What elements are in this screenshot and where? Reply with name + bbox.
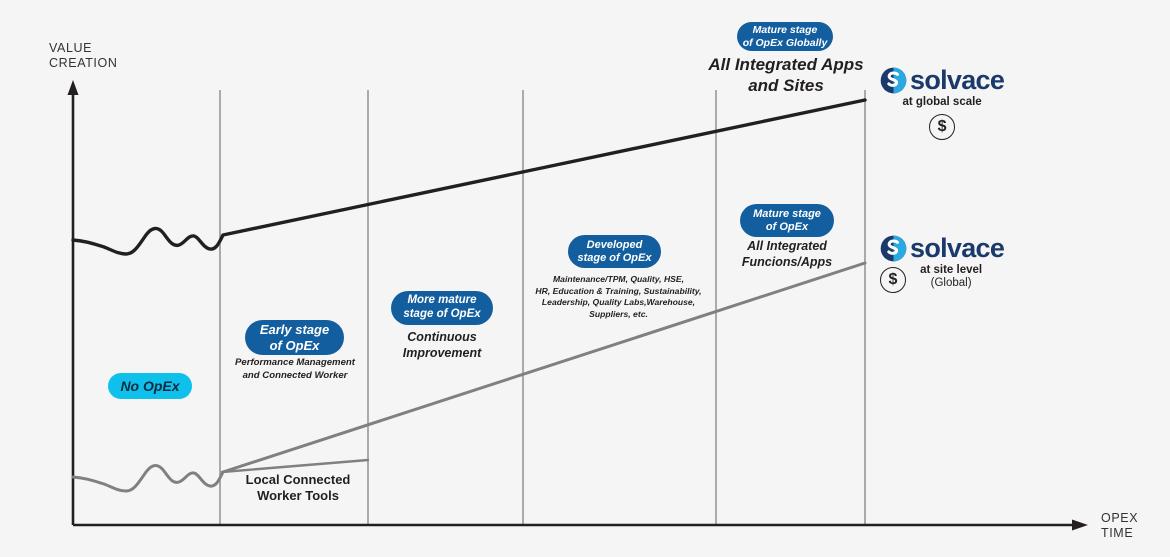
annotation-local-connected-worker-tools: Local Connected Worker Tools [245,472,351,504]
pill-label: Mature stage of OpEx [753,207,821,233]
pill-mature-stage[interactable]: Mature stage of OpEx [740,204,834,237]
caption-early-stage: Performance Management and Connected Wor… [235,357,355,381]
pill-label: Developed stage of OpEx [577,238,652,264]
stage-dividers [219,90,866,525]
y-axis-label: VALUE CREATION [49,41,118,70]
pill-label: Early stage of OpEx [259,322,330,353]
brand-subtitle: at global scale [902,96,982,108]
solvace-logo-icon [880,235,907,262]
pill-early-stage[interactable]: Early stage of OpEx [245,320,344,355]
y-axis [67,80,79,525]
lower-plateau-line [220,458,370,474]
brand-row: solvace [880,65,1005,95]
dollar-icon: $ [880,267,906,293]
headline-text: All Integrated Apps and Sites [708,55,864,95]
x-axis-label: OPEX TIME [1101,511,1139,540]
pill-label: More mature stage of OpEx [403,294,481,320]
solvace-logo-icon [880,67,907,94]
brand-row: solvace [880,233,1005,263]
brand-subtitle: at site level [920,264,983,276]
upper-growth-curve [71,98,867,256]
brand-solvace-global: solvace at global scale $ [880,65,1005,140]
brand-wordmark: solvace [910,65,1005,95]
brand-subtitle-secondary: (Global) [930,277,972,289]
pill-no-opex[interactable]: No OpEx [108,373,192,399]
lower-growth-curve [71,261,867,493]
brand-solvace-site: solvace at site level (Global) $ [880,233,1005,293]
pill-mature-stage-globally[interactable]: Mature stage of OpEx Globally [737,22,833,51]
caption-developed-detail: Maintenance/TPM, Quality, HSE, HR, Educa… [535,274,702,319]
pill-label: Mature stage of OpEx Globally [742,24,828,49]
x-axis [73,519,1088,531]
caption-more-mature-stage: Continuous Improvement [402,330,482,360]
pill-developed-stage[interactable]: Developed stage of OpEx [568,235,661,268]
pill-more-mature-stage[interactable]: More mature stage of OpEx [391,291,493,325]
dollar-icon: $ [929,114,956,140]
brand-wordmark: solvace [910,233,1005,263]
caption-mature-stage: All Integrated Funcions/Apps [741,239,833,269]
pill-label: No OpEx [120,377,180,394]
